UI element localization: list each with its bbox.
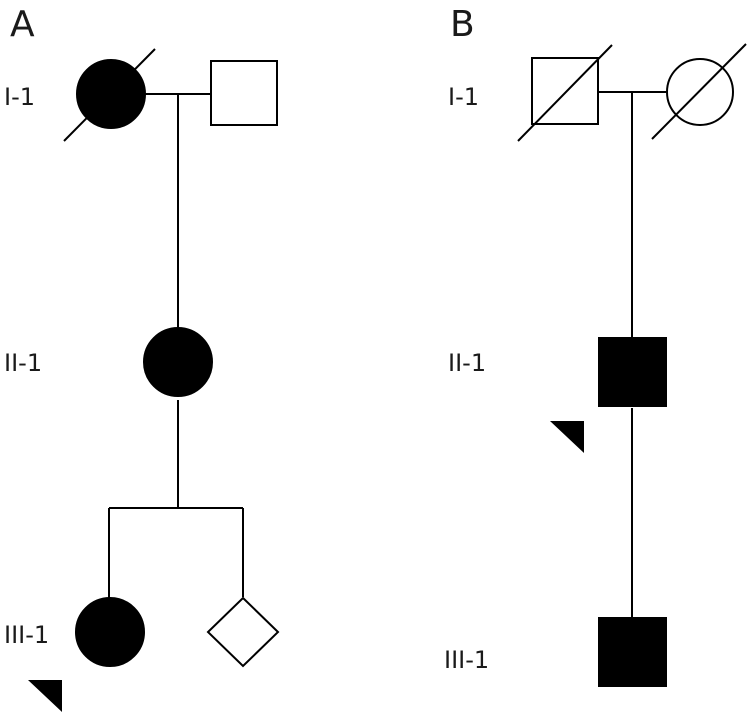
panel-b-proband-arrow [550,421,584,453]
panel-b-gen2-label: II-1 [448,349,486,377]
panel-a: A I-1 II-1 III-1 [4,4,280,712]
panel-b-label: B [450,4,475,45]
panel-a-i1-female-deceased-slash [63,48,156,142]
panel-a-iii-sibling-diamond [206,596,280,668]
panel-a-gen2-label: II-1 [4,349,42,377]
panel-b-iii1-male-symbol [598,617,667,687]
panel-b-i1-female-deceased-slash [651,43,747,140]
panel-a-label: A [10,4,35,45]
panel-a-iii1-female-symbol [75,597,145,667]
panel-b-i1-male-symbol [531,57,599,125]
panel-b-ii1-male-symbol [598,337,667,407]
panel-a-gen1-label: I-1 [4,83,35,111]
panel-b: B I-1 II-1 III-1 [444,4,747,687]
panel-b-i1-male-deceased-slash [517,44,613,142]
panel-a-gen3-label: III-1 [4,621,49,649]
panel-a-proband-arrow [28,680,62,712]
panel-b-gen3-label: III-1 [444,646,489,674]
panel-a-ii1-female-symbol [143,327,213,397]
panel-a-i1-male-symbol [210,60,278,126]
panel-b-gen1-label: I-1 [448,83,479,111]
